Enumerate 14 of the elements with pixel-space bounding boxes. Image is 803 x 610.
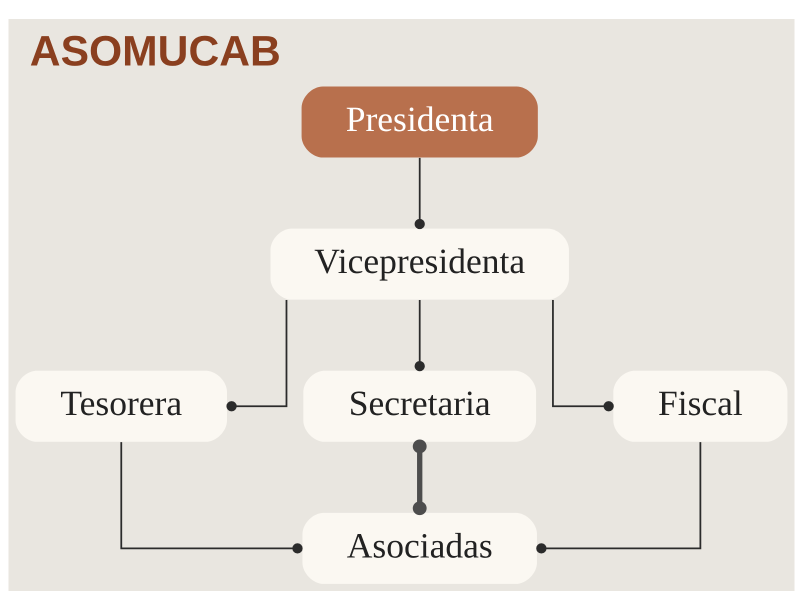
connector xyxy=(552,300,614,412)
connector xyxy=(414,300,425,372)
connector xyxy=(536,442,702,554)
connector xyxy=(226,300,288,412)
node-box: Fiscal xyxy=(613,370,788,442)
diagram-title: ASOMUCAB xyxy=(30,28,281,76)
node-box: Vicepresidenta xyxy=(270,228,569,300)
node-box: Presidenta xyxy=(302,86,538,158)
node-box: Tesorera xyxy=(16,370,227,442)
connector xyxy=(120,442,303,554)
node-box: Secretaria xyxy=(303,370,536,442)
connector xyxy=(412,439,427,516)
connector xyxy=(414,158,425,230)
node-box: Asociadas xyxy=(302,512,537,584)
